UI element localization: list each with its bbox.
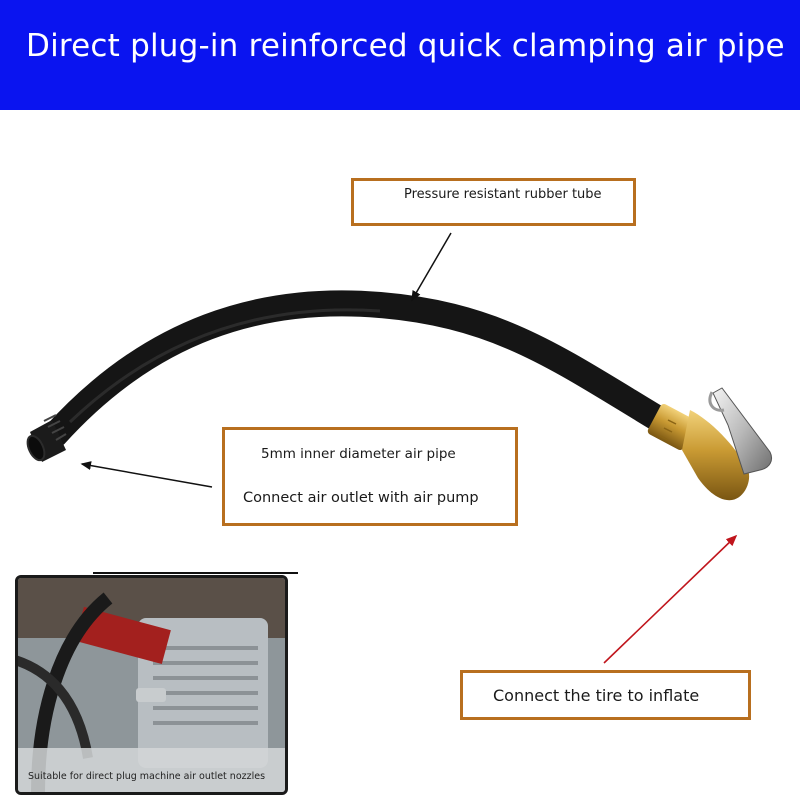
tube-pointer-arrow — [411, 232, 452, 302]
outlet-pointer-arrow — [80, 461, 213, 488]
callout-inner-diameter: 5mm inner diameter air pipe Connect air … — [222, 427, 518, 526]
callout-rubber-tube-text: Pressure resistant rubber tube — [404, 187, 602, 202]
brass-clip-chuck — [647, 387, 773, 501]
page-title: Direct plug-in reinforced quick clamping… — [26, 28, 785, 64]
hose-end-fitting — [26, 414, 67, 462]
inset-caption: Suitable for direct plug machine air out… — [28, 771, 266, 782]
callout-connect-tire-text: Connect the tire to inflate — [493, 686, 700, 705]
callout-rubber-tube: Pressure resistant rubber tube — [351, 178, 636, 226]
rubber-hose — [42, 290, 673, 448]
tire-pointer-arrow — [603, 534, 738, 664]
inset-divider — [93, 572, 298, 574]
callout-inner-diameter-text: 5mm inner diameter air pipe — [261, 446, 456, 462]
callout-connect-outlet-text: Connect air outlet with air pump — [243, 490, 479, 506]
header-banner: Direct plug-in reinforced quick clamping… — [0, 0, 800, 110]
pump-photo — [18, 578, 285, 792]
callout-connect-tire: Connect the tire to inflate — [460, 670, 751, 720]
usage-photo-inset: Suitable for direct plug machine air out… — [15, 575, 288, 795]
